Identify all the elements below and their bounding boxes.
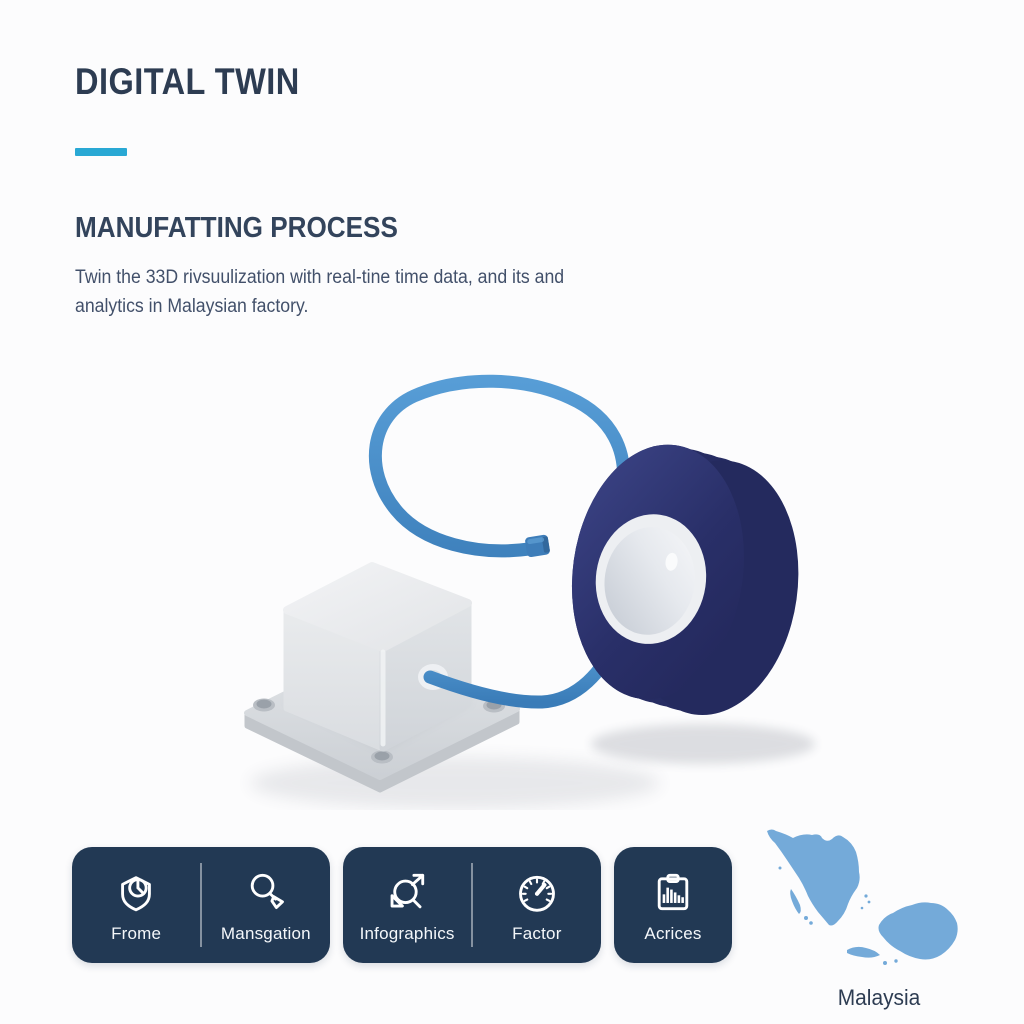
feature-label: Mansgation — [220, 923, 311, 943]
feature-label: Frome — [111, 923, 162, 943]
description-line-2: analytics in Malaysian factory. — [75, 296, 309, 317]
magnifier-arrow-icon — [390, 873, 425, 908]
gauge-icon — [518, 875, 555, 912]
feature-infographics: Infographics — [343, 846, 471, 965]
card-divider — [471, 863, 473, 947]
page-title: DIGITAL TWIN — [75, 61, 300, 102]
map-country-label: Malaysia — [837, 985, 921, 1010]
sensor-box — [283, 562, 472, 752]
cable-connector — [525, 534, 550, 558]
ring-highlight — [665, 552, 678, 571]
magnifier-icon — [250, 873, 284, 909]
feature-label: Factor — [512, 923, 562, 943]
feature-label: Infographics — [359, 923, 455, 943]
description-line-1: Twin the 33D rivsuulization with real-ti… — [75, 267, 565, 288]
accent-dash — [75, 148, 127, 156]
feature-label: Acrices — [644, 923, 702, 943]
malaysia-map-block: Malaysia — [758, 818, 1000, 1011]
shield-clock-icon — [121, 875, 151, 911]
west-coast-island-shape — [790, 889, 801, 914]
feature-mansgation: Mansgation — [202, 846, 330, 965]
digital-twin-3d-illustration — [244, 374, 815, 809]
section-description: Twin the 33D rivsuulization with real-ti… — [75, 263, 564, 321]
malaysia-map — [767, 829, 958, 965]
peninsular-malaysia-shape — [767, 829, 860, 926]
feature-frome: Frome — [72, 846, 200, 965]
section-heading: MANUFATTING PROCESS — [75, 212, 398, 244]
feature-card-group-2: Infographics Factor — [343, 847, 601, 963]
feature-card-group-3: Acrices — [614, 847, 732, 963]
east-malaysia-borneo-shape — [878, 902, 958, 960]
torus-ring — [571, 444, 799, 716]
feature-card-group-1: Frome Mansgation — [72, 847, 330, 963]
plate-hole — [371, 750, 393, 764]
feature-factor: Factor — [473, 846, 601, 965]
card-divider — [200, 863, 202, 947]
south-island-shape — [847, 946, 880, 958]
clipboard-chart-icon — [657, 873, 689, 910]
plate-hole — [253, 698, 275, 712]
feature-acrices: Acrices — [614, 846, 732, 965]
feature-cards-row: Frome Mansgation Infograp — [72, 847, 732, 963]
